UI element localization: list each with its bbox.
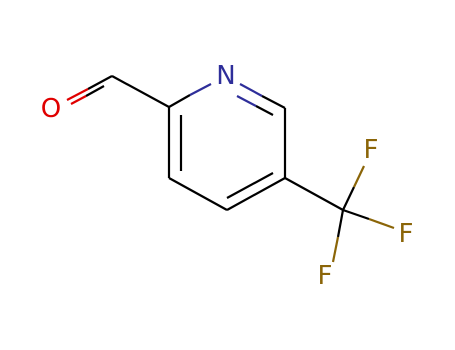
bond-co-b-red (70, 95, 87, 105)
bond-c2-n1-black (168, 94, 191, 108)
bond-n1-c6-black (261, 95, 286, 109)
bond-c2-n1-blue (189, 83, 212, 96)
atom-label-nitrogen: N (216, 61, 235, 91)
bond-cf-right-gold (368, 217, 395, 230)
bond-cho-c2 (111, 75, 170, 108)
bond-cf-top-gold (353, 165, 365, 188)
atom-label-fluorine-top: F (364, 135, 379, 165)
trifluoromethyl-group (284, 165, 395, 263)
bond-c5-cf3 (284, 177, 344, 211)
bond-cf-top-black (342, 186, 355, 211)
atom-label-oxygen: O (41, 94, 61, 124)
bond-co-a-red (66, 88, 89, 101)
bond-c5-c4-inner (226, 172, 274, 199)
aldehyde-group (66, 75, 170, 108)
bond-n1-c6-inner-black (255, 105, 274, 116)
bond-n1-c6-blue (239, 83, 263, 97)
bond-n1-c6-inner-blue (236, 95, 257, 107)
bond-c5-c4 (226, 177, 286, 211)
atom-label-fluorine-right: F (399, 219, 414, 249)
pyridine-ring (167, 83, 287, 211)
atom-label-fluorine-bottom: F (318, 261, 333, 291)
bond-co-a-black (87, 75, 113, 90)
bond-c4-c3 (168, 177, 228, 211)
atom-labels: O N F F F (41, 61, 414, 291)
bond-cf-bottom-gold (331, 236, 340, 263)
bond-co-b-black (85, 85, 105, 97)
bond-cf-right-black (342, 208, 370, 221)
bond-cf-bottom-black (336, 209, 345, 238)
